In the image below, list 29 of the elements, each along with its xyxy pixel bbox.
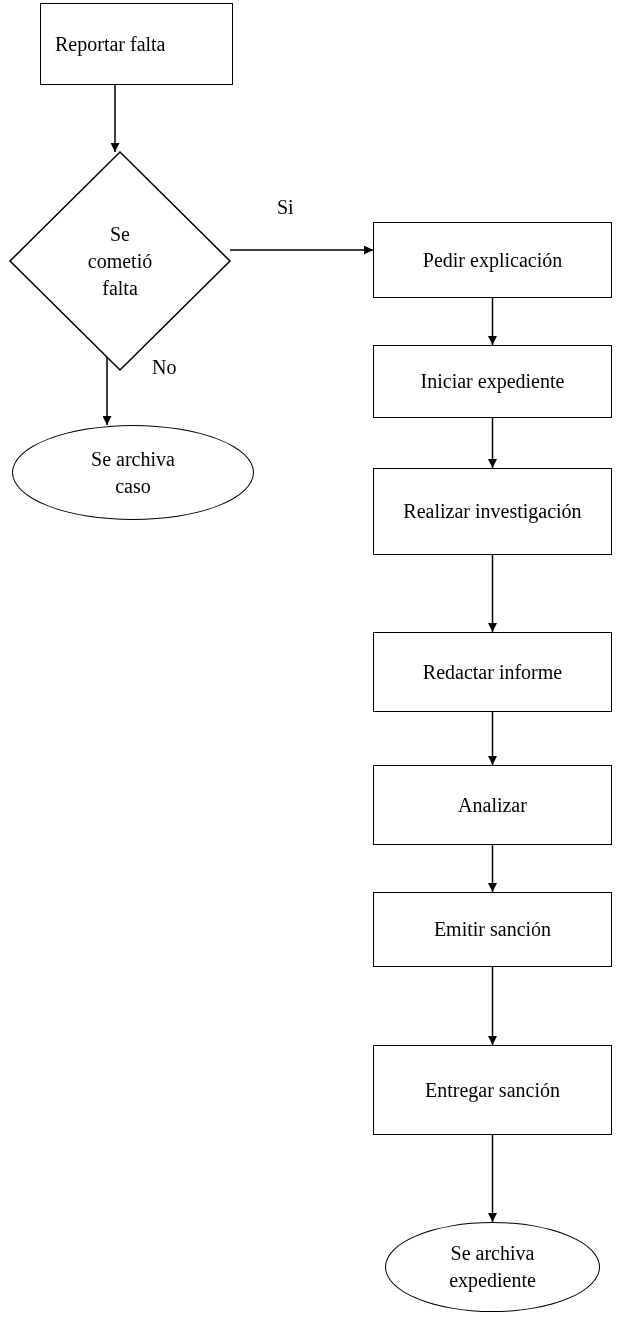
- node-label: Se archiva expediente: [448, 1241, 537, 1294]
- process-box: [373, 222, 612, 298]
- process-box: [40, 3, 233, 85]
- arrow: [488, 966, 497, 1046]
- node-label: Se archiva caso: [90, 446, 176, 499]
- node-label: Realizar investigación: [403, 499, 582, 525]
- node-label: Entregar sanción: [425, 1077, 560, 1104]
- arrow: [488, 1134, 497, 1223]
- process-box: [373, 765, 612, 845]
- node-label: Pedir explicación: [422, 247, 563, 274]
- process-box: [373, 1045, 612, 1135]
- node-label: Emitir sanción: [433, 917, 552, 942]
- arrow: [110, 84, 120, 153]
- arrow: [229, 245, 374, 255]
- process-box: [373, 345, 612, 418]
- node-label: Iniciar expediente: [420, 369, 565, 395]
- arrow: [488, 417, 497, 469]
- process-box: [373, 892, 612, 967]
- arrow: [488, 844, 497, 893]
- node-label: Se cometió falta: [86, 221, 154, 301]
- node-label: Analizar: [458, 792, 527, 818]
- process-box: [373, 468, 612, 555]
- arrow: [488, 711, 497, 766]
- process-box: [373, 632, 612, 712]
- arrow: [488, 554, 497, 633]
- node-label: Redactar informe: [422, 659, 563, 685]
- arrow: [102, 356, 112, 426]
- arrow: [488, 297, 497, 346]
- node-label: Reportar falta: [55, 31, 166, 58]
